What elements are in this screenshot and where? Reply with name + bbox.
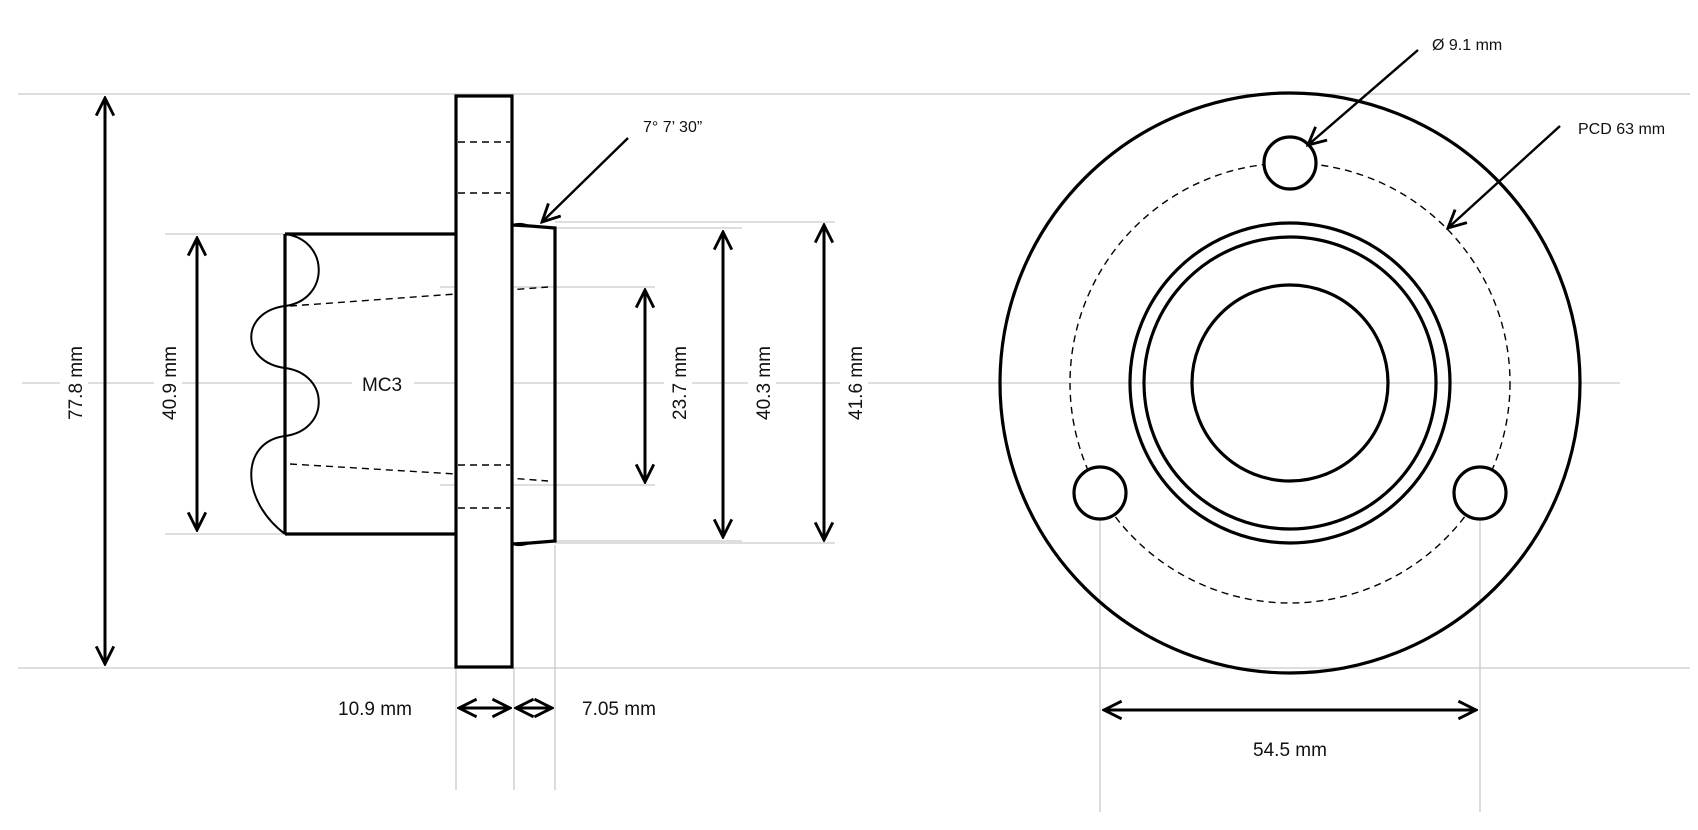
front-view [998,91,1582,675]
reference-lines [18,93,1690,812]
hole-diameter-leader [1308,49,1419,145]
hole-diameter-label: Ø 9.1 mm [1432,37,1502,54]
dim-flange-thickness-label: 10.9 mm [338,699,412,720]
dim-overall-height-label: 77.8 mm [66,346,87,420]
bolt-hole-right [1452,465,1508,521]
bolt-hole-top [1262,135,1318,191]
boss-large-label-bg [840,340,868,426]
boss-chamfer [511,222,531,547]
dim-hole-spacing-label: 54.5 mm [1253,740,1327,761]
bolt-hole-left [1072,465,1128,521]
taper-label-bg [664,340,692,426]
taper-angle-label: 7° 7’ 30” [643,119,702,136]
dim-boss-length-label: 7.05 mm [582,699,656,720]
dim-boss-small-label: 40.3 mm [754,346,775,420]
part-label-bg [352,370,414,396]
shank-outline [283,232,456,536]
part-label: MC3 [362,375,402,396]
boss-outer-circle [1128,221,1452,545]
flange [454,94,514,669]
pitch-circle-label: PCD 63 mm [1578,121,1665,138]
overall-height-label-bg [60,340,88,426]
side-view-dimensions [105,98,824,708]
flange-outer-circle [998,91,1582,675]
bore-circle [1190,283,1390,483]
front-view-dimensions [1104,49,1561,710]
boss-small-label-bg [748,340,776,426]
boss-inner-circle [1142,235,1438,531]
side-view-labels: MC3 77.8 mm 40.9 mm 23.7 mm 40.3 mm 41.6… [60,119,868,720]
break-line [250,233,320,535]
taper-angle-leader [542,137,629,222]
dim-boss-large-label: 41.6 mm [846,346,867,420]
dim-shank-label: 40.9 mm [160,346,181,420]
shank-label-bg [154,340,182,426]
pitch-circle-leader [1448,125,1561,228]
side-view [250,94,557,669]
dim-taper-label: 23.7 mm [670,346,691,420]
front-view-labels: Ø 9.1 mm PCD 63 mm 54.5 mm [1253,37,1665,761]
boss-outline [511,223,557,546]
